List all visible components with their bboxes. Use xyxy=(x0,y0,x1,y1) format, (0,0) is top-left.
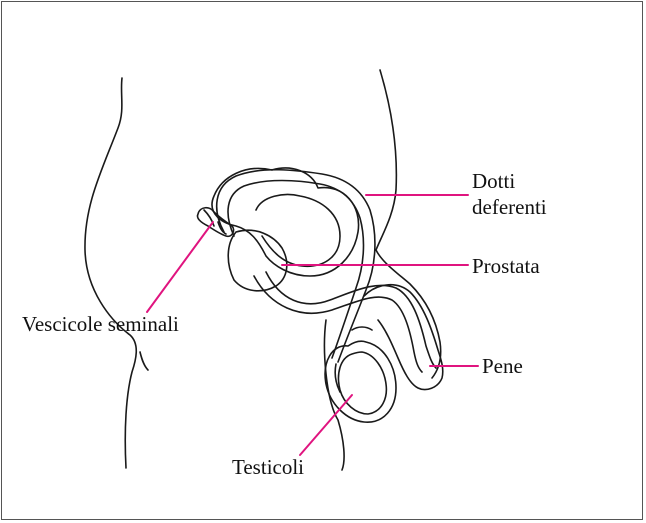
vas-deferens-inner xyxy=(228,181,363,359)
label-dotti-line2: deferenti xyxy=(472,195,547,219)
leader-vescicole xyxy=(147,222,213,312)
bladder-inner xyxy=(256,195,340,267)
lower-back-contour xyxy=(140,352,148,370)
label-prostata: Prostata xyxy=(472,254,540,278)
epididymis-detail xyxy=(335,327,372,392)
label-vescicole-seminali: Vescicole seminali xyxy=(22,312,179,336)
penis-outline xyxy=(364,285,443,390)
label-pene: Pene xyxy=(482,354,523,378)
back-contour xyxy=(85,78,136,468)
label-testicoli: Testicoli xyxy=(232,455,304,479)
label-dotti-line1: Dotti xyxy=(472,169,515,193)
testis-outline xyxy=(339,352,387,414)
